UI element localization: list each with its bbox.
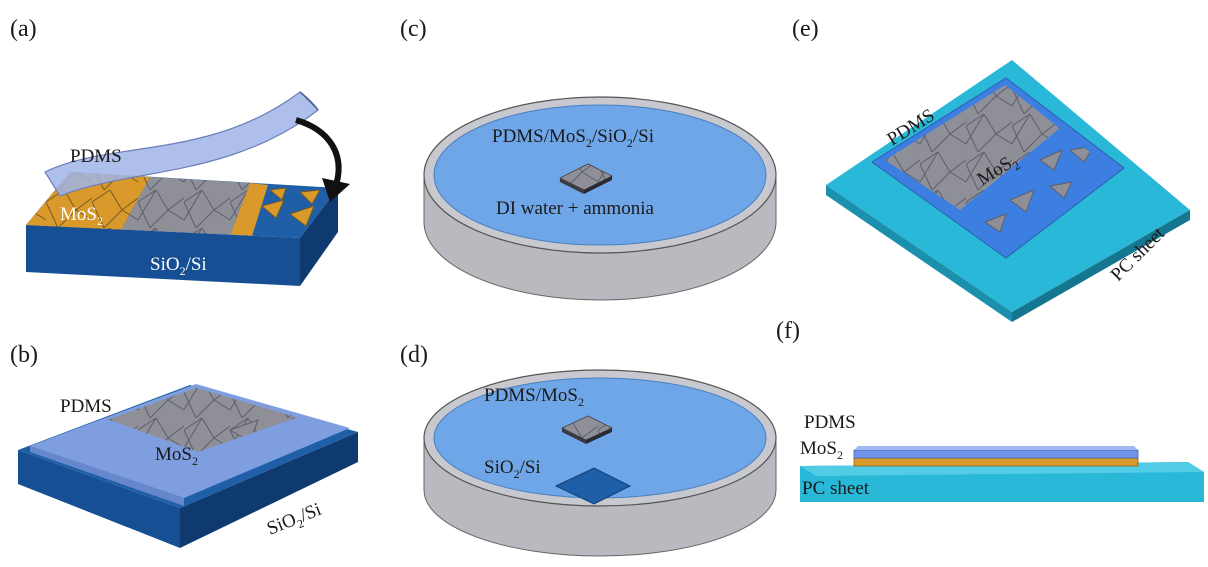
panel-d: (d) PDMS/MoS2 SiO2/Si [400, 342, 777, 557]
panel-c: (c) PDMS/MoS2/SiO2/Si DI water + ammonia [400, 16, 777, 301]
panel-b-label: (b) [10, 342, 38, 368]
panel-a-flake [260, 199, 285, 219]
panel-c-liquid-label: DI water + ammonia [496, 198, 654, 219]
panel-e-flake [1048, 181, 1073, 199]
panel-a-mos2-gold-left [26, 172, 150, 232]
panel-f-sheet-label: PC sheet [802, 478, 870, 499]
panel-b-substrate-left [18, 450, 180, 548]
panel-a-pdms-sheet-underside [299, 91, 319, 111]
panel-f-pdms-top [854, 446, 1138, 450]
panel-a-flake [268, 187, 287, 201]
panel-b-pdms-label: PDMS [60, 396, 112, 417]
panel-a: (a) PDMS MoS2 SiO2/Si [10, 16, 350, 286]
panel-f-pdms-label: PDMS [804, 412, 856, 433]
panel-e-pc-sheet-left [826, 185, 1012, 322]
panel-c-sample-side [560, 178, 584, 194]
panel-a-arrow-head [322, 178, 350, 202]
panel-a-pdms-label: PDMS [70, 146, 122, 167]
panel-d-sample-side [562, 428, 586, 444]
panel-f-mos2-label: MoS2 [800, 438, 843, 462]
panel-a-label: (a) [10, 16, 37, 42]
panel-a-substrate-front [26, 225, 300, 286]
panel-e-flake [983, 213, 1007, 233]
panel-e: (e) PDMS MoS2 PC sheet [792, 16, 1190, 322]
panel-e-label: (e) [792, 16, 819, 42]
panel-d-label: (d) [400, 342, 428, 368]
panel-b-substrate-label: SiO2/Si [264, 499, 326, 542]
panel-a-arrow [295, 117, 342, 186]
panel-a-flake [298, 189, 321, 205]
panel-b-mos2-label: MoS2 [155, 444, 198, 468]
panel-d-substrate-chip [554, 467, 632, 505]
panel-e-pc-sheet-right [1012, 210, 1190, 322]
panel-c-sample-side [584, 176, 612, 194]
panel-a-flake [288, 205, 315, 227]
panel-b-pdms-edge [30, 446, 184, 506]
panel-d-stack-label: PDMS/MoS2 [484, 385, 584, 409]
panel-f-label: (f) [776, 318, 800, 344]
panel-f: (f) PDMS MoS2 PC sheet [776, 318, 1204, 502]
panel-b-mos2-film [60, 388, 300, 452]
panel-e-flake [1039, 149, 1063, 171]
panel-b: (b) PDMS MoS2 SiO2/Si [10, 342, 358, 548]
panel-b-substrate-right [180, 432, 358, 548]
panel-a-substrate-label: SiO2/Si [150, 254, 207, 278]
panel-f-mos2-layer [853, 457, 1139, 467]
panel-c-stack-label: PDMS/MoS2/SiO2/Si [492, 126, 654, 150]
panel-d-substrate-label: SiO2/Si [484, 457, 541, 481]
panel-e-flake [1009, 189, 1035, 213]
panel-d-sample-side [586, 428, 612, 444]
panel-a-mos2-gold-right [230, 183, 268, 236]
panel-a-substrate-side [300, 188, 338, 286]
panel-e-mos2-film [885, 85, 1060, 210]
panel-c-label: (c) [400, 16, 427, 42]
panel-f-pdms-layer [853, 449, 1139, 459]
panel-a-mos2-label: MoS2 [60, 204, 103, 228]
panel-a-mos2-gray [120, 177, 250, 236]
